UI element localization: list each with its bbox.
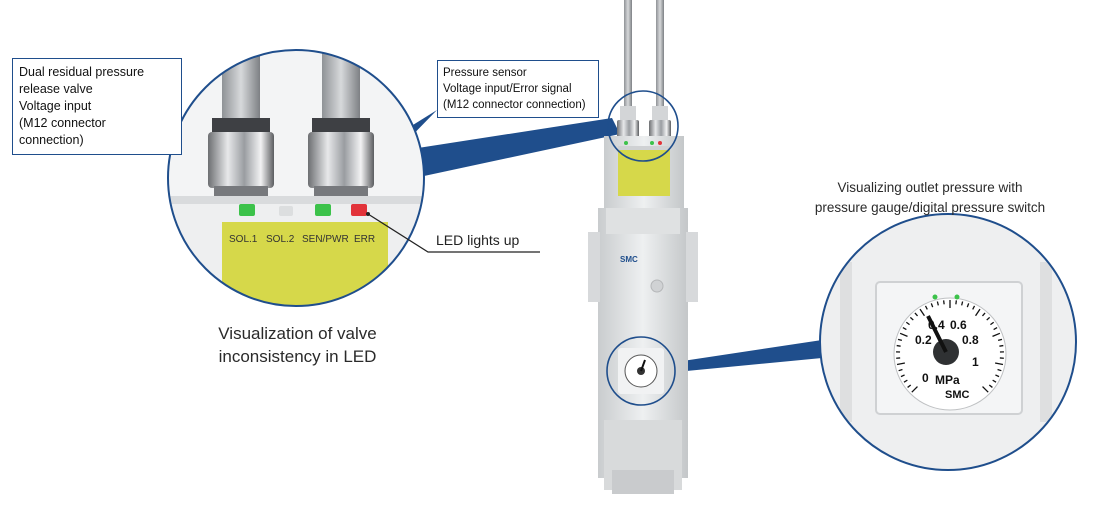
- gauge-tick-0-8: 0.8: [962, 333, 979, 347]
- led-label-err: ERR: [354, 234, 375, 245]
- gauge-needle: [926, 315, 948, 353]
- caption-led-line-2: inconsistency in LED: [218, 347, 377, 366]
- callout-left-line-4: (M12 connector: [19, 116, 106, 130]
- gauge-tick-mark: [914, 312, 919, 317]
- connector-zoom-wedge: [418, 118, 620, 176]
- led-lights-up-label: LED lights up: [436, 232, 520, 248]
- caption-led-visualization: Visualization of valve inconsistency in …: [180, 322, 415, 368]
- device-connector-highlight: [607, 90, 679, 162]
- gauge-tick-mark: [972, 305, 976, 310]
- callout-pressure-sensor: Pressure sensor Voltage input/Error sign…: [437, 60, 599, 118]
- gauge-tick-mark: [897, 338, 903, 342]
- connector-zoom-circle: SOL.1 SOL.2 SEN/PWR ERR: [168, 50, 424, 306]
- caption-gauge-line-1: Visualizing outlet pressure with: [837, 180, 1023, 195]
- caption-led-line-1: Visualization of valve: [218, 324, 377, 343]
- gauge-tick-mark: [905, 321, 910, 326]
- gauge-tick-mark: [899, 332, 908, 337]
- gauge-tick-mark: [896, 344, 901, 347]
- led-leader-line: [367, 213, 540, 253]
- gauge-tick-mark: [903, 379, 908, 383]
- gauge-tick-mark: [961, 301, 964, 306]
- callout-right-line-3: (M12 connector connection): [443, 99, 586, 111]
- caption-gauge-line-2: pressure gauge/digital pressure switch: [814, 200, 1046, 215]
- gauge-tick-mark: [986, 316, 991, 321]
- device-gauge-highlight: [606, 336, 676, 406]
- gauge-tick-mark: [896, 362, 906, 366]
- gauge-tick-mark: [902, 327, 907, 331]
- gauge-tick-mark: [992, 332, 1001, 337]
- gauge-tick-0-6: 0.6: [950, 318, 967, 332]
- gauge-tick-mark: [909, 316, 914, 321]
- gauge-tick-mark: [930, 303, 934, 308]
- gauge-zoom-ring: [819, 213, 1077, 471]
- device-brand: SMC: [620, 255, 638, 264]
- led-label-sen-pwr: SEN/PWR: [302, 234, 349, 245]
- gauge-tick-mark: [919, 308, 925, 317]
- gauge-tick-mark: [993, 327, 998, 331]
- gauge-tick-0-2: 0.2: [915, 333, 932, 347]
- connector-zoom-ring: [167, 49, 425, 307]
- callout-left-line-2: release valve: [19, 82, 93, 96]
- callout-right-line-2: Voltage input/Error signal: [443, 83, 572, 95]
- callout-residual-pressure-valve: Dual residual pressure release valve Vol…: [12, 58, 182, 155]
- gauge-tick-mark: [966, 303, 970, 308]
- gauge-tick-mark: [907, 384, 912, 388]
- gauge-tick-mark: [900, 374, 905, 378]
- gauge-zoom-circle: 0.2 0.4 0.6 0.8 1 0 MPa SMC: [820, 214, 1076, 470]
- gauge-tick-mark: [995, 374, 1000, 378]
- gauge-tick-mark: [975, 308, 981, 317]
- gauge-tick-mark: [994, 362, 1004, 366]
- gauge-tick-mark: [981, 312, 986, 317]
- gauge-tick-mark: [911, 386, 918, 393]
- gauge-tick-mark: [936, 301, 939, 306]
- led-label-sol1: SOL.1: [229, 234, 258, 245]
- valve-device: [588, 0, 698, 494]
- gauge-unit: MPa: [935, 373, 960, 387]
- led-label-sol2: SOL.2: [266, 234, 295, 245]
- caption-gauge-visualization: Visualizing outlet pressure with pressur…: [800, 178, 1060, 218]
- gauge-tick-mark: [997, 338, 1003, 342]
- gauge-tick-mark: [999, 344, 1004, 347]
- callout-left-line-1: Dual residual pressure: [19, 65, 145, 79]
- gauge-zoom-wedge: [676, 340, 822, 372]
- gauge-tick-mark: [988, 384, 993, 388]
- callout-left-line-5: connection): [19, 133, 84, 147]
- gauge-tick-mark: [924, 305, 928, 310]
- gauge-tick-0: 0: [922, 371, 929, 385]
- gauge-tick-mark: [990, 321, 995, 326]
- callout-left-line-3: Voltage input: [19, 99, 92, 113]
- gauge-tick-mark: [992, 379, 997, 383]
- callout-right-line-1: Pressure sensor: [443, 67, 527, 79]
- gauge-tick-marks: [896, 300, 1004, 393]
- gauge-tick-0-4: 0.4: [928, 318, 945, 332]
- gauge-brand: SMC: [945, 389, 970, 401]
- gauge-tick-mark: [898, 368, 903, 372]
- gauge-tick-mark: [982, 386, 989, 393]
- gauge-tick-mark: [997, 368, 1002, 372]
- gauge-tick-1: 1: [972, 355, 979, 369]
